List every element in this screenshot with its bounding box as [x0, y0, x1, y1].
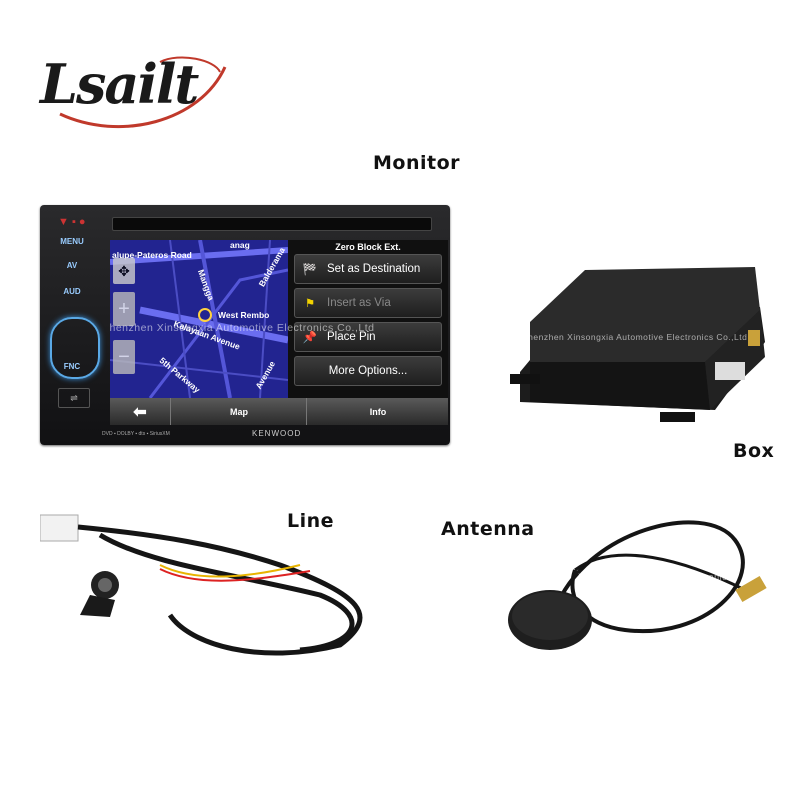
bottom-bar: ⬅ Map Info [110, 398, 448, 425]
gps-antenna [508, 520, 767, 650]
gps-box [510, 267, 765, 422]
map-label: West Rembo [218, 310, 270, 320]
checkered-flag-icon: 🏁 [302, 264, 318, 276]
nav-map[interactable]: alupe-Pateros Road West Rembo Kalayaan A… [110, 240, 288, 398]
insert-via-button[interactable]: ⚑ Insert as Via [294, 288, 442, 318]
map-roads [110, 240, 288, 398]
set-destination-button[interactable]: 🏁 Set as Destination [294, 254, 442, 284]
cable-harness [40, 514, 363, 656]
nav-screen: alupe-Pateros Road West Rembo Kalayaan A… [110, 240, 448, 425]
av-button[interactable]: AV [66, 261, 78, 270]
info-tab[interactable]: Info [306, 398, 448, 425]
aud-button[interactable]: AUD [63, 287, 81, 296]
map-tab[interactable]: Map [170, 398, 307, 425]
brand-logo: Lsailt [40, 52, 240, 132]
yellow-flag-icon: ⚑ [304, 298, 316, 310]
back-button[interactable]: ⬅ [133, 403, 147, 421]
place-pin-button[interactable]: 📌 Place Pin [294, 322, 442, 352]
options-menu: Zero Block Ext. 🏁 Set as Destination ⚑ I… [288, 240, 448, 398]
map-label: alupe-Pateros Road [112, 250, 192, 260]
map-label: anag [230, 240, 250, 250]
more-options-button[interactable]: More Options... [294, 356, 442, 386]
monitor-caption: Monitor [373, 152, 461, 174]
fnc-button[interactable]: FNC [63, 362, 81, 371]
zoom-out-button[interactable]: − [113, 340, 135, 374]
logo-text: Lsailt [40, 52, 199, 116]
watermark: Shenzhen Xinsongxia Automotive Electroni… [110, 322, 375, 334]
menu-item-label: Set as Destination [327, 263, 421, 275]
menu-item-label: Insert as Via [327, 297, 391, 309]
menu-button[interactable]: MENU [60, 237, 84, 246]
usb-icon: ⇌ [58, 388, 90, 408]
menu-item-label: More Options... [328, 365, 408, 377]
monitor-head-unit: ▼ ▪ ● MENU AV AUD FNC ⇌ alupe-Pateros Ro… [40, 205, 450, 445]
watermark: Xinsongxia Automotive Electronic [578, 572, 728, 582]
disc-slot [112, 217, 432, 231]
watermark: Shenzhen Xinsongxia Automotive Electroni… [522, 332, 748, 342]
box-caption: Box [733, 440, 775, 462]
menu-title: Zero Block Ext. [335, 242, 401, 252]
volume-knob[interactable] [50, 317, 100, 379]
line-caption: Line [287, 510, 335, 532]
zoom-in-button[interactable]: + [113, 292, 135, 326]
brand-label: KENWOOD [252, 429, 302, 438]
map-cursor-icon[interactable]: ✥ [113, 258, 135, 284]
eject-icon: ▼ ▪ ● [58, 216, 86, 228]
logo-swoosh [59, 56, 227, 128]
pin-icon: 📌 [302, 332, 318, 344]
format-logos: DVD ▪ DOLBY ▪ dts ▪ SiriusXM [102, 431, 170, 437]
menu-item-label: Place Pin [327, 331, 376, 343]
antenna-caption: Antenna [441, 518, 535, 540]
